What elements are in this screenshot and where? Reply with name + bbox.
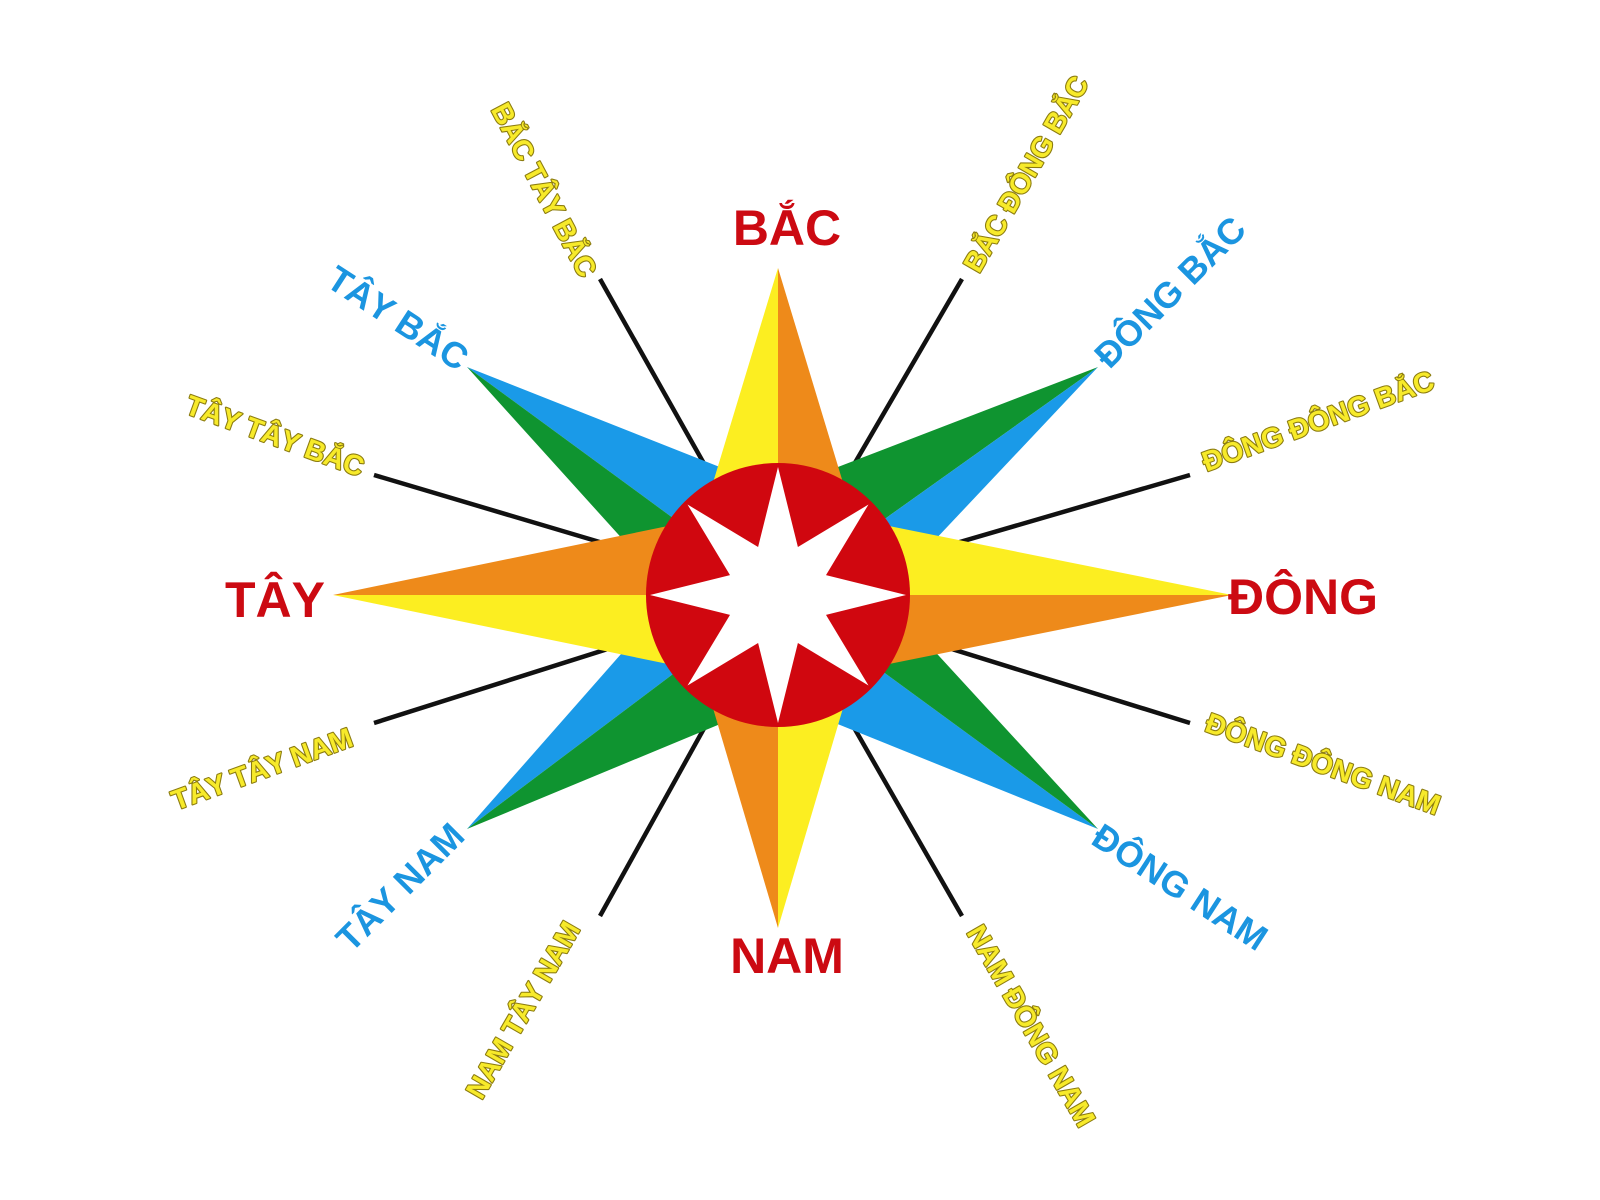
label-northwest: TÂY BẮC <box>320 257 477 379</box>
label-sse: NAM ĐÔNG NAM <box>961 919 1102 1132</box>
label-wsw: TÂY TÂY NAM <box>167 722 356 816</box>
label-south: NAM <box>730 928 844 984</box>
label-west: TÂY <box>225 572 325 628</box>
center-star-icon <box>650 467 906 723</box>
label-ssw: NAM TÂY NAM <box>460 916 586 1103</box>
label-nnw: BẮC TÂY BẮC <box>485 98 603 282</box>
label-ese: ĐÔNG ĐÔNG NAM <box>1201 706 1444 821</box>
label-north: BẮC <box>733 200 841 256</box>
label-wnw: TÂY TÂY BẮC <box>182 389 369 482</box>
label-east: ĐÔNG <box>1228 568 1378 625</box>
label-nne: BẮC ĐÔNG BẮC <box>956 70 1094 277</box>
label-northeast: ĐÔNG BẮC <box>1086 208 1254 376</box>
label-southeast: ĐÔNG NAM <box>1085 815 1276 959</box>
label-ene: ĐÔNG ĐÔNG BẮC <box>1198 364 1438 478</box>
label-southwest: TÂY NAM <box>327 814 472 959</box>
